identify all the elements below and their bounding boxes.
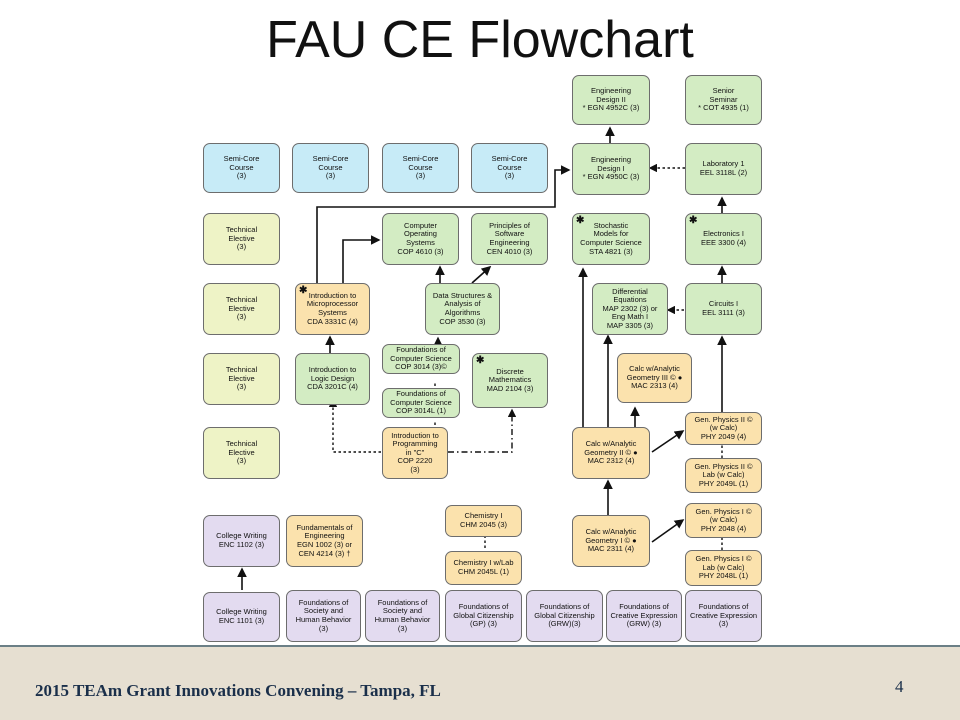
technical-elective-3: Technical Elective (3) — [203, 353, 280, 405]
course-circuits-1: Circuits I EEL 3111 (3) — [685, 283, 762, 335]
dashdot-c-to-discrete — [448, 408, 517, 453]
course-foundations-society-1: Foundations of Society and Human Behavio… — [286, 590, 361, 642]
course-college-writing-2: College Writing ENC 1102 (3) — [203, 515, 280, 567]
technical-elective-1: Technical Elective (3) — [203, 213, 280, 265]
dotted-c-to-logic — [328, 398, 381, 453]
arrow-micro-to-design1 — [316, 165, 571, 283]
connector-lines — [237, 126, 727, 590]
course-foundations-society-2: Foundations of Society and Human Behavio… — [365, 590, 440, 642]
semi-core-course-3: Semi-Core Course (3) — [382, 143, 459, 193]
course-foundations-cs-3014: Foundations of Computer Science COP 3014… — [382, 344, 460, 374]
flowchart: Engineering Design II * EGN 4952C (3) Se… — [190, 70, 770, 645]
course-gen-physics-1-lab: Gen. Physics I © Lab (w Calc) PHY 2048L … — [685, 550, 762, 586]
page-title: FAU CE Flowchart — [266, 11, 694, 69]
course-fundamentals-engineering: Fundamentals of Engineering EGN 1002 (3)… — [286, 515, 363, 567]
arrow-calc2-to-phys2 — [651, 430, 685, 453]
technical-elective-2: Technical Elective (3) — [203, 283, 280, 335]
course-calc-1: Calc w/Analytic Geometry I © ● MAC 2311 … — [572, 515, 650, 567]
arrow-ds-to-se — [471, 265, 492, 284]
course-discrete-mathematics: ✱ Discrete Mathematics MAD 2104 (3) — [472, 353, 548, 408]
arrow-micro-to-os — [342, 235, 381, 283]
course-engineering-design-2: Engineering Design II * EGN 4952C (3) — [572, 75, 650, 125]
course-foundations-global-grw: Foundations of Global Citizenship (GRW)(… — [526, 590, 603, 642]
course-senior-seminar: Senior Seminar * COT 4935 (1) — [685, 75, 762, 125]
page-number: 4 — [895, 677, 904, 696]
course-gen-physics-2-lab: Gen. Physics II © Lab (w Calc) PHY 2049L… — [685, 458, 762, 493]
course-gen-physics-2: Gen. Physics II © (w Calc) PHY 2049 (4) — [685, 412, 762, 445]
course-principles-software-engineering: Principles of Software Engineering CEN 4… — [471, 213, 548, 265]
course-chemistry-1: Chemistry I CHM 2045 (3) — [445, 505, 522, 537]
course-intro-programming-c: Introduction to Programming in "C" COP 2… — [382, 427, 448, 479]
course-engineering-design-1: Engineering Design I * EGN 4950C (3) — [572, 143, 650, 195]
course-college-writing-1: College Writing ENC 1101 (3) — [203, 592, 280, 642]
arrow-calc1-to-phys1 — [651, 519, 685, 543]
course-gen-physics-1: Gen. Physics I © (w Calc) PHY 2048 (4) — [685, 503, 762, 538]
footer-bar: 2015 TEAm Grant Innovations Convening – … — [0, 645, 960, 720]
course-laboratory-1: Laboratory 1 EEL 3118L (2) — [685, 143, 762, 195]
semi-core-course-1: Semi-Core Course (3) — [203, 143, 280, 193]
semi-core-course-2: Semi-Core Course (3) — [292, 143, 369, 193]
course-data-structures: Data Structures & Analysis of Algorithms… — [425, 283, 500, 335]
technical-elective-4: Technical Elective (3) — [203, 427, 280, 479]
course-chemistry-1-lab: Chemistry I w/Lab CHM 2045L (1) — [445, 551, 522, 585]
course-intro-logic-design: Introduction to Logic Design CDA 3201C (… — [295, 353, 370, 405]
course-differential-equations: Differential Equations MAP 2302 (3) or E… — [592, 283, 668, 335]
course-calc-3: Calc w/Analytic Geometry III © ● MAC 231… — [617, 353, 692, 403]
course-calc-2: Calc w/Analytic Geometry II © ● MAC 2312… — [572, 427, 650, 479]
course-foundations-creative-3: Foundations of Creative Expression (3) — [685, 590, 762, 642]
course-electronics-1: ✱ Electronics I EEE 3300 (4) — [685, 213, 762, 265]
course-foundations-cs-3014l: Foundations of Computer Science COP 3014… — [382, 388, 460, 418]
course-computer-operating-systems: Computer Operating Systems COP 4610 (3) — [382, 213, 459, 265]
semi-core-course-4: Semi-Core Course (3) — [471, 143, 548, 193]
course-foundations-creative-grw: Foundations of Creative Expression (GRW)… — [606, 590, 682, 642]
footer-text: 2015 TEAm Grant Innovations Convening – … — [35, 681, 441, 700]
course-stochastic-models: ✱ Stochastic Models for Computer Science… — [572, 213, 650, 265]
course-intro-microprocessor-systems: ✱ Introduction to Microprocessor Systems… — [295, 283, 370, 335]
course-foundations-global-gp: Foundations of Global Citizenship (GP) (… — [445, 590, 522, 642]
